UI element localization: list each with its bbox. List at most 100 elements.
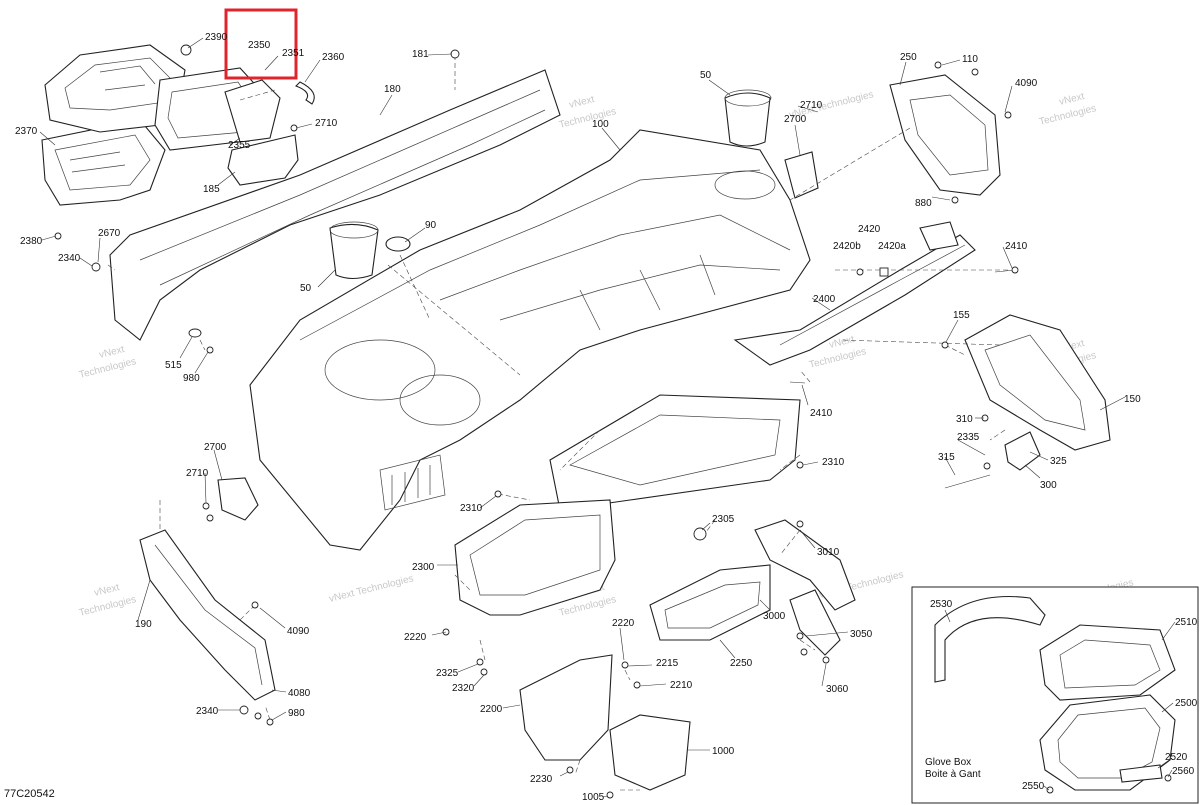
- callout-label: 2310: [822, 457, 845, 468]
- callout-label: 3000: [763, 611, 786, 622]
- callout-label: 190: [135, 619, 152, 630]
- watermark: Technologies: [1038, 103, 1097, 128]
- callout-label: 2220: [612, 618, 635, 629]
- part-2520-latch: [1119, 764, 1163, 783]
- part-2530-strap: [934, 595, 1046, 683]
- callout-label: 50: [300, 283, 312, 294]
- part-150-bracket: [964, 314, 1111, 451]
- callout-label: 2355: [228, 140, 251, 151]
- callout-leaders: [39, 37, 1176, 798]
- callout-label: 2420b: [833, 241, 861, 252]
- callout-label: 2360: [322, 52, 345, 63]
- callout-label: 2370: [15, 126, 38, 137]
- callout-label: 180: [384, 84, 401, 95]
- callout-label: 150: [1124, 394, 1141, 405]
- inset-title: Glove Box: [925, 757, 971, 768]
- part-1000-panel: [609, 714, 691, 791]
- callout-label: 100: [592, 119, 609, 130]
- callout-label: 2335: [957, 432, 980, 443]
- glove-box-inset: Glove Box Boite à Gant: [911, 586, 1199, 804]
- part-2370-lower-housing: [41, 119, 166, 206]
- callout-label: 181: [412, 49, 429, 60]
- part-3000-side-panel: [754, 519, 856, 656]
- callout-label: 2530: [930, 599, 953, 610]
- callout-label: 2340: [58, 253, 81, 264]
- part-2700-bracket: [784, 151, 819, 199]
- callout-labels: 2390 2350 2351 2360 181 180 2370 2355 27…: [15, 32, 1198, 803]
- callout-label: 3060: [826, 684, 849, 695]
- callout-label: 980: [288, 708, 305, 719]
- part-50-cup-holder: [329, 221, 379, 280]
- callout-label: 315: [938, 452, 955, 463]
- callout-label: 2700: [204, 442, 227, 453]
- callout-label: 110: [962, 54, 978, 65]
- callout-label: 2390: [205, 32, 228, 43]
- callout-label: 2670: [98, 228, 121, 239]
- part-2300-glove-box: [454, 499, 616, 616]
- callout-label: 3050: [850, 629, 873, 640]
- part-190-bracket: [139, 529, 276, 701]
- callout-label: 1000: [712, 746, 735, 757]
- callout-label: 2320: [452, 683, 475, 694]
- part-2250-center-trim: [649, 564, 771, 641]
- callout-label: 2340: [196, 706, 219, 717]
- part-100-main-dashboard: [249, 129, 811, 551]
- callout-label: 250: [900, 52, 917, 63]
- callout-label: 2200: [480, 704, 503, 715]
- callout-label: 2710: [800, 100, 823, 111]
- callout-label: 980: [183, 373, 200, 384]
- part-250-bracket: [889, 74, 1001, 196]
- callout-label: 2220: [404, 632, 427, 643]
- highlight-box: [224, 8, 298, 80]
- callout-label: 2420: [858, 224, 881, 235]
- callout-label: 3010: [817, 547, 840, 558]
- callout-label: 4090: [1015, 78, 1038, 89]
- callout-label: 2380: [20, 236, 43, 247]
- callout-label: 2710: [315, 118, 338, 129]
- part-50-cup-holder: [724, 89, 772, 147]
- callout-label: 2215: [656, 658, 679, 669]
- callout-label: 2250: [730, 658, 753, 669]
- callout-label: 2410: [1005, 241, 1028, 252]
- part-90-plug: [385, 236, 411, 252]
- callout-label: 880: [915, 198, 932, 209]
- part-180-dash-rail: [109, 69, 561, 341]
- callout-label: 2560: [1172, 766, 1195, 777]
- part-185-bracket: [227, 134, 299, 186]
- callout-label: 2400: [813, 294, 836, 305]
- callout-label: 300: [1040, 480, 1057, 491]
- hardware-fasteners: [54, 44, 1019, 799]
- callout-label: 185: [203, 184, 220, 195]
- part-2360-clip: [295, 81, 315, 105]
- callout-label: 155: [953, 310, 970, 321]
- callout-label: 2410: [810, 408, 833, 419]
- part-2700-bracket: [217, 477, 259, 521]
- watermark: vNext: [568, 94, 596, 111]
- callout-label: 4090: [287, 626, 310, 637]
- callout-label: 2420a: [878, 241, 906, 252]
- callout-label: 2325: [436, 668, 459, 679]
- callout-label: 2210: [670, 680, 693, 691]
- callout-label: 2305: [712, 514, 735, 525]
- dashed-leaders: [107, 55, 1010, 791]
- watermark: Technologies: [78, 594, 137, 619]
- callout-label: 2230: [530, 774, 553, 785]
- callout-label: 310: [956, 414, 973, 425]
- watermark: vNext Technologies: [328, 573, 415, 605]
- callout-label: 2710: [186, 468, 209, 479]
- callout-label: 2700: [784, 114, 807, 125]
- part-2200-panel: [519, 654, 613, 761]
- callout-label: 2500: [1175, 698, 1198, 709]
- callout-label: 1005: [582, 792, 605, 803]
- part-2350-gauge-bezel: [154, 67, 281, 151]
- callout-label: 50: [700, 70, 712, 81]
- part-300-latch: [1004, 431, 1041, 471]
- callout-label: 2351: [282, 48, 305, 59]
- watermark: vNext: [93, 582, 121, 599]
- callout-label: 4080: [288, 688, 311, 699]
- callout-label: 2310: [460, 503, 483, 514]
- callout-label: 2510: [1175, 617, 1198, 628]
- part-2500-box: [1039, 694, 1176, 791]
- watermark: Technologies: [78, 356, 137, 381]
